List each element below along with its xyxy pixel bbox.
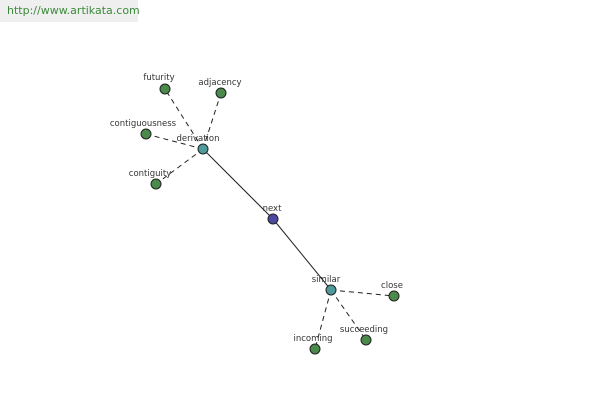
edge-similar-succeeding	[330, 289, 367, 341]
edge-similar-close	[330, 289, 395, 297]
node-label-derivation: derivation	[176, 134, 219, 144]
node-circle-derivation[interactable]	[197, 143, 209, 155]
watermark-url: http://www.artikata.com	[0, 0, 140, 22]
node-circle-adjacency[interactable]	[215, 87, 227, 99]
node-label-close: close	[381, 281, 403, 291]
node-label-similar: similar	[312, 275, 341, 285]
node-close[interactable]: close	[381, 281, 403, 302]
node-circle-next[interactable]	[267, 213, 279, 225]
edge-similar-incoming	[314, 289, 332, 350]
node-circle-contiguousness[interactable]	[140, 128, 152, 140]
node-label-adjacency: adjacency	[198, 78, 241, 88]
node-label-contiguousness: contiguousness	[110, 119, 177, 129]
nodes: next derivation similar futurity adjacency co…	[110, 73, 403, 355]
node-label-futurity: futurity	[143, 73, 174, 83]
edges	[145, 88, 395, 350]
node-derivation[interactable]: derivation	[176, 134, 220, 155]
node-circle-similar[interactable]	[325, 284, 337, 296]
node-label-next: next	[263, 204, 282, 214]
node-circle-contiguity[interactable]	[150, 178, 162, 190]
edge-derivation-futurity	[164, 88, 204, 150]
edge-derivation-contiguity	[155, 148, 204, 185]
node-circle-close[interactable]	[388, 290, 400, 302]
node-circle-succeeding[interactable]	[360, 334, 372, 346]
edge-next-derivation	[202, 148, 274, 220]
node-adjacency[interactable]: adjacency	[198, 78, 242, 99]
edge-derivation-adjacency	[202, 92, 222, 150]
node-circle-incoming[interactable]	[309, 343, 321, 355]
node-incoming[interactable]: incoming	[293, 334, 333, 355]
node-label-contiguity: contiguity	[129, 169, 171, 179]
node-similar[interactable]: similar	[312, 275, 341, 296]
node-label-incoming: incoming	[293, 334, 332, 344]
node-succeeding[interactable]: succeeding	[340, 325, 388, 346]
node-contiguity[interactable]: contiguity	[129, 169, 171, 190]
edge-derivation-contiguousness	[145, 133, 204, 150]
node-next[interactable]: next	[263, 204, 282, 225]
node-contiguousness[interactable]: contiguousness	[110, 119, 177, 140]
node-label-succeeding: succeeding	[340, 325, 388, 335]
node-futurity[interactable]: futurity	[143, 73, 175, 95]
node-circle-futurity[interactable]	[159, 83, 171, 95]
edge-next-similar	[272, 218, 332, 291]
